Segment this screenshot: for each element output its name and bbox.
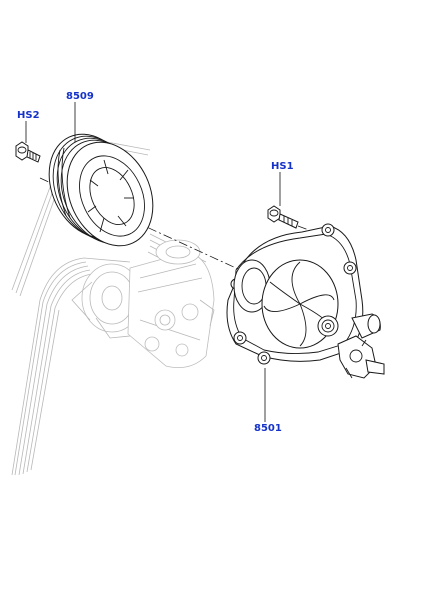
pulley (48, 133, 154, 247)
pump-bolt (267, 205, 299, 229)
pulley-callout[interactable]: 8509 (66, 91, 94, 102)
tensioner-assembly (71, 239, 215, 369)
pump-bolt-callout[interactable]: HS1 (271, 161, 294, 172)
water-pump-callout[interactable]: 8501 (254, 423, 282, 434)
pulley-bolt (15, 141, 41, 163)
bolt-axis (297, 225, 315, 233)
pulley-bolt-callout[interactable]: HS2 (17, 110, 40, 121)
water-pump (226, 223, 385, 379)
